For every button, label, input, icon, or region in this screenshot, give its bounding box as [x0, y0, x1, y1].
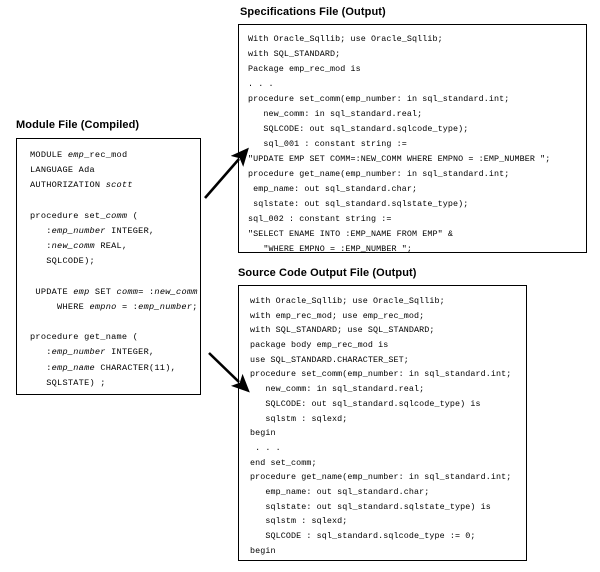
code-line: with emp_rec_mod; use emp_rec_mod; [250, 310, 425, 321]
code-line: use SQL_STANDARD.CHARACTER_SET; [250, 354, 409, 365]
source-code-output-file-panel: with Oracle_Sqllib; use Oracle_Sqllib;wi… [238, 285, 527, 561]
code-line: "SELECT ENAME INTO :EMP_NAME FROM EMP" & [248, 229, 454, 239]
code-line: . . . [250, 442, 281, 453]
code-line: emp_name: out sql_standard.char; [248, 184, 418, 194]
source-code-output-file-code: with Oracle_Sqllib; use Oracle_Sqllib;wi… [250, 294, 512, 560]
code-line: sqlstm : sqlexd; [250, 516, 348, 527]
code-line: :new_comm REAL, [30, 241, 128, 252]
code-line: SQLCODE: out sql_standard.sqlcode_type); [248, 124, 469, 134]
code-line: WHERE empno = :emp_number; [30, 301, 198, 312]
code-line: MODULE emp_rec_mod [30, 150, 128, 160]
code-line: with Oracle_Sqllib; use Oracle_Sqllib; [250, 296, 445, 306]
code-line: emp_name: out sql_standard.char; [250, 486, 430, 497]
code-line: SQLSTATE) ; [30, 377, 106, 388]
specifications-file-code: With Oracle_Sqllib; use Oracle_Sqllib;wi… [248, 32, 551, 253]
code-line: with SQL_STANDARD; [248, 49, 341, 59]
code-line: SQLCODE : sql_standard.sqlcode_type := 0… [250, 531, 476, 541]
code-line [30, 315, 198, 330]
code-line: end set_comm; [250, 457, 317, 468]
code-line: begin [250, 545, 276, 556]
code-line: "WHERE EMPNO = :EMP_NUMBER "; [248, 244, 413, 253]
code-line: sql_001 : constant string := [248, 139, 407, 149]
code-line: :emp_number INTEGER, [30, 225, 155, 236]
source-code-output-file-caption: Source Code Output File (Output) [238, 267, 417, 279]
code-line: . . . [250, 558, 511, 560]
arrow-to-specifications-icon [204, 147, 249, 199]
code-line: LANGUAGE Ada [30, 165, 95, 176]
code-line: procedure set_comm(emp_number: in sql_st… [250, 369, 512, 380]
code-line: . . . [248, 79, 274, 89]
code-line [30, 391, 198, 394]
code-line: :emp_name CHARACTER(11), [30, 362, 177, 373]
code-line: package body emp_rec_mod is [250, 340, 389, 351]
code-line: procedure set_comm(emp_number: in sql_st… [248, 94, 510, 104]
code-line: begin [250, 428, 276, 439]
code-line: procedure set_comm ( [30, 210, 139, 221]
code-line: procedure get_name(emp_number: in sql_st… [250, 472, 512, 483]
code-line: procedure get_name(emp_number: in sql_st… [248, 169, 510, 179]
code-line: AUTHORIZATION scott [30, 180, 133, 191]
code-line: new_comm: in sql_standard.real; [248, 109, 423, 119]
code-line: With Oracle_Sqllib; use Oracle_Sqllib; [248, 34, 443, 44]
code-line: sqlstate: out sql_standard.sqlstate_type… [250, 501, 491, 512]
code-line: :emp_number INTEGER, [30, 347, 155, 358]
code-line: with SQL_STANDARD; use SQL_STANDARD; [250, 325, 435, 336]
code-line: SQLCODE: out sql_standard.sqlcode_type) … [250, 398, 481, 409]
code-line [30, 270, 198, 285]
module-file-caption: Module File (Compiled) [16, 119, 140, 131]
code-line: UPDATE emp SET comm= :new_comm [30, 286, 198, 297]
specifications-file-panel: With Oracle_Sqllib; use Oracle_Sqllib;wi… [238, 24, 587, 253]
code-line: SQLCODE); [30, 256, 95, 267]
code-line: sql_002 : constant string := [248, 214, 392, 224]
code-line: Package emp_rec_mod is [248, 64, 361, 74]
specifications-file-caption: Specifications File (Output) [240, 6, 386, 18]
code-line: procedure get_name ( [30, 332, 139, 343]
code-line: sqlstate: out sql_standard.sqlstate_type… [248, 199, 469, 209]
code-line [30, 194, 198, 209]
code-line: "UPDATE EMP SET COMM=:NEW_COMM WHERE EMP… [248, 154, 551, 164]
code-line: sqlstm : sqlexd; [250, 413, 348, 424]
arrow-to-source-code-icon [208, 352, 250, 393]
code-line: new_comm: in sql_standard.real; [250, 384, 425, 395]
